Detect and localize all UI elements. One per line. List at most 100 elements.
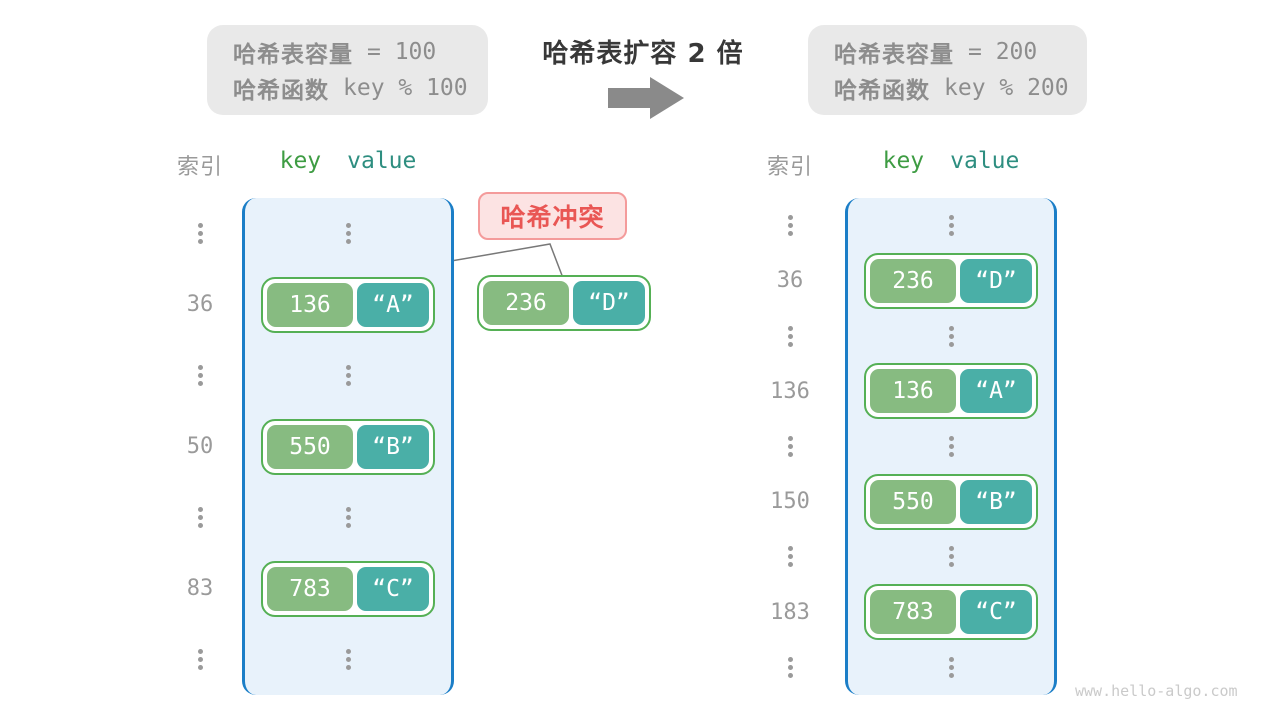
ellipsis-dots-icon	[787, 435, 793, 457]
dot	[787, 333, 793, 339]
bucket-row: 783“C”	[245, 553, 451, 624]
dot	[948, 672, 954, 678]
dot	[787, 325, 793, 331]
hash-function-label: 哈希函数	[834, 78, 930, 104]
dot	[948, 435, 954, 441]
value-cell: “D”	[573, 281, 645, 325]
value-header: value	[347, 148, 417, 174]
value-cell: “B”	[960, 479, 1032, 524]
index-row	[170, 340, 230, 411]
index-label: 50	[186, 434, 214, 459]
dot	[948, 325, 954, 331]
dot	[948, 554, 954, 560]
ellipsis-dots-icon	[948, 435, 954, 457]
index-label: 83	[186, 576, 214, 601]
dot	[787, 672, 793, 678]
index-row: 50	[170, 411, 230, 482]
dot	[345, 507, 351, 512]
value-cell: “A”	[960, 369, 1032, 414]
expand-title: 哈希表扩容 2 倍	[542, 39, 744, 69]
hash-function-value: key % 100	[343, 75, 468, 101]
ellipsis-dots-icon	[345, 649, 351, 670]
ellipsis-dots-icon	[787, 215, 793, 237]
dot	[787, 664, 793, 670]
dot	[197, 507, 203, 512]
key-cell: 783	[267, 566, 353, 611]
capacity-info-box-right: 哈希表容量 = 200 哈希函数 key % 200	[808, 25, 1087, 115]
hash-function-label: 哈希函数	[233, 78, 329, 104]
bucket-row	[848, 198, 1054, 253]
key-cell: 236	[870, 258, 956, 303]
dot	[787, 443, 793, 449]
dot	[345, 515, 351, 520]
key-value-pair: 550“B”	[261, 418, 435, 475]
index-label: 136	[770, 378, 810, 404]
dot	[787, 215, 793, 221]
dot	[787, 546, 793, 552]
dot	[948, 664, 954, 670]
dot	[948, 215, 954, 221]
value-cell: “C”	[357, 566, 429, 611]
bucket-row: 236“D”	[848, 252, 1054, 309]
ellipsis-dots-icon	[345, 507, 351, 528]
ellipsis-dots-icon	[787, 325, 793, 347]
index-row: 150	[760, 474, 820, 529]
index-column-left: 36 50 83	[170, 198, 230, 695]
capacity-value: = 200	[968, 39, 1038, 65]
index-label: 150	[770, 489, 810, 515]
dot	[197, 649, 203, 654]
bucket-row	[848, 640, 1054, 695]
capacity-info-box-left: 哈希表容量 = 100 哈希函数 key % 100	[207, 25, 488, 115]
key-value-pair: 783“C”	[261, 560, 435, 617]
dot	[787, 656, 793, 662]
bucket-row	[848, 529, 1054, 584]
dot	[948, 333, 954, 339]
hash-function-line: 哈希函数 key % 200	[834, 70, 1087, 106]
capacity-label: 哈希表容量	[233, 42, 353, 68]
ellipsis-dots-icon	[197, 223, 203, 244]
bucket-row	[848, 419, 1054, 474]
index-row: 36	[170, 269, 230, 340]
capacity-line: 哈希表容量 = 100	[233, 34, 488, 70]
dot	[345, 231, 351, 236]
dot	[787, 223, 793, 229]
bucket-row: 550“B”	[245, 411, 451, 482]
value-cell: “C”	[960, 590, 1032, 635]
dot	[197, 365, 203, 370]
ellipsis-dots-icon	[787, 546, 793, 568]
dot	[948, 656, 954, 662]
bucket-row: 136“A”	[848, 363, 1054, 420]
key-value-pair: 550“B”	[864, 473, 1038, 530]
index-row: 36	[760, 253, 820, 308]
bucket-row	[848, 308, 1054, 363]
dot	[197, 231, 203, 236]
value-cell: “B”	[357, 424, 429, 469]
key-header: key	[279, 148, 322, 174]
hash-function-value: key % 200	[944, 75, 1069, 101]
bucket-row: 550“B”	[848, 473, 1054, 530]
dot	[345, 223, 351, 228]
dot	[948, 562, 954, 568]
key-value-pair: 236“D”	[864, 252, 1038, 309]
index-row	[760, 198, 820, 253]
index-row	[170, 482, 230, 553]
index-header-right: 索引	[766, 155, 813, 180]
key-cell: 136	[267, 282, 353, 327]
dot	[948, 451, 954, 457]
dot	[197, 373, 203, 378]
dot	[948, 231, 954, 237]
key-cell: 550	[267, 424, 353, 469]
dot	[948, 223, 954, 229]
dot	[345, 649, 351, 654]
dot	[197, 223, 203, 228]
index-row: 183	[760, 585, 820, 640]
dot	[948, 443, 954, 449]
dot	[197, 665, 203, 670]
key-value-pair: 236“D”	[477, 275, 651, 331]
ellipsis-dots-icon	[197, 365, 203, 386]
dot	[345, 523, 351, 528]
index-row: 136	[760, 364, 820, 419]
index-label: 183	[770, 599, 810, 625]
key-header: key	[882, 148, 925, 174]
dot	[787, 562, 793, 568]
